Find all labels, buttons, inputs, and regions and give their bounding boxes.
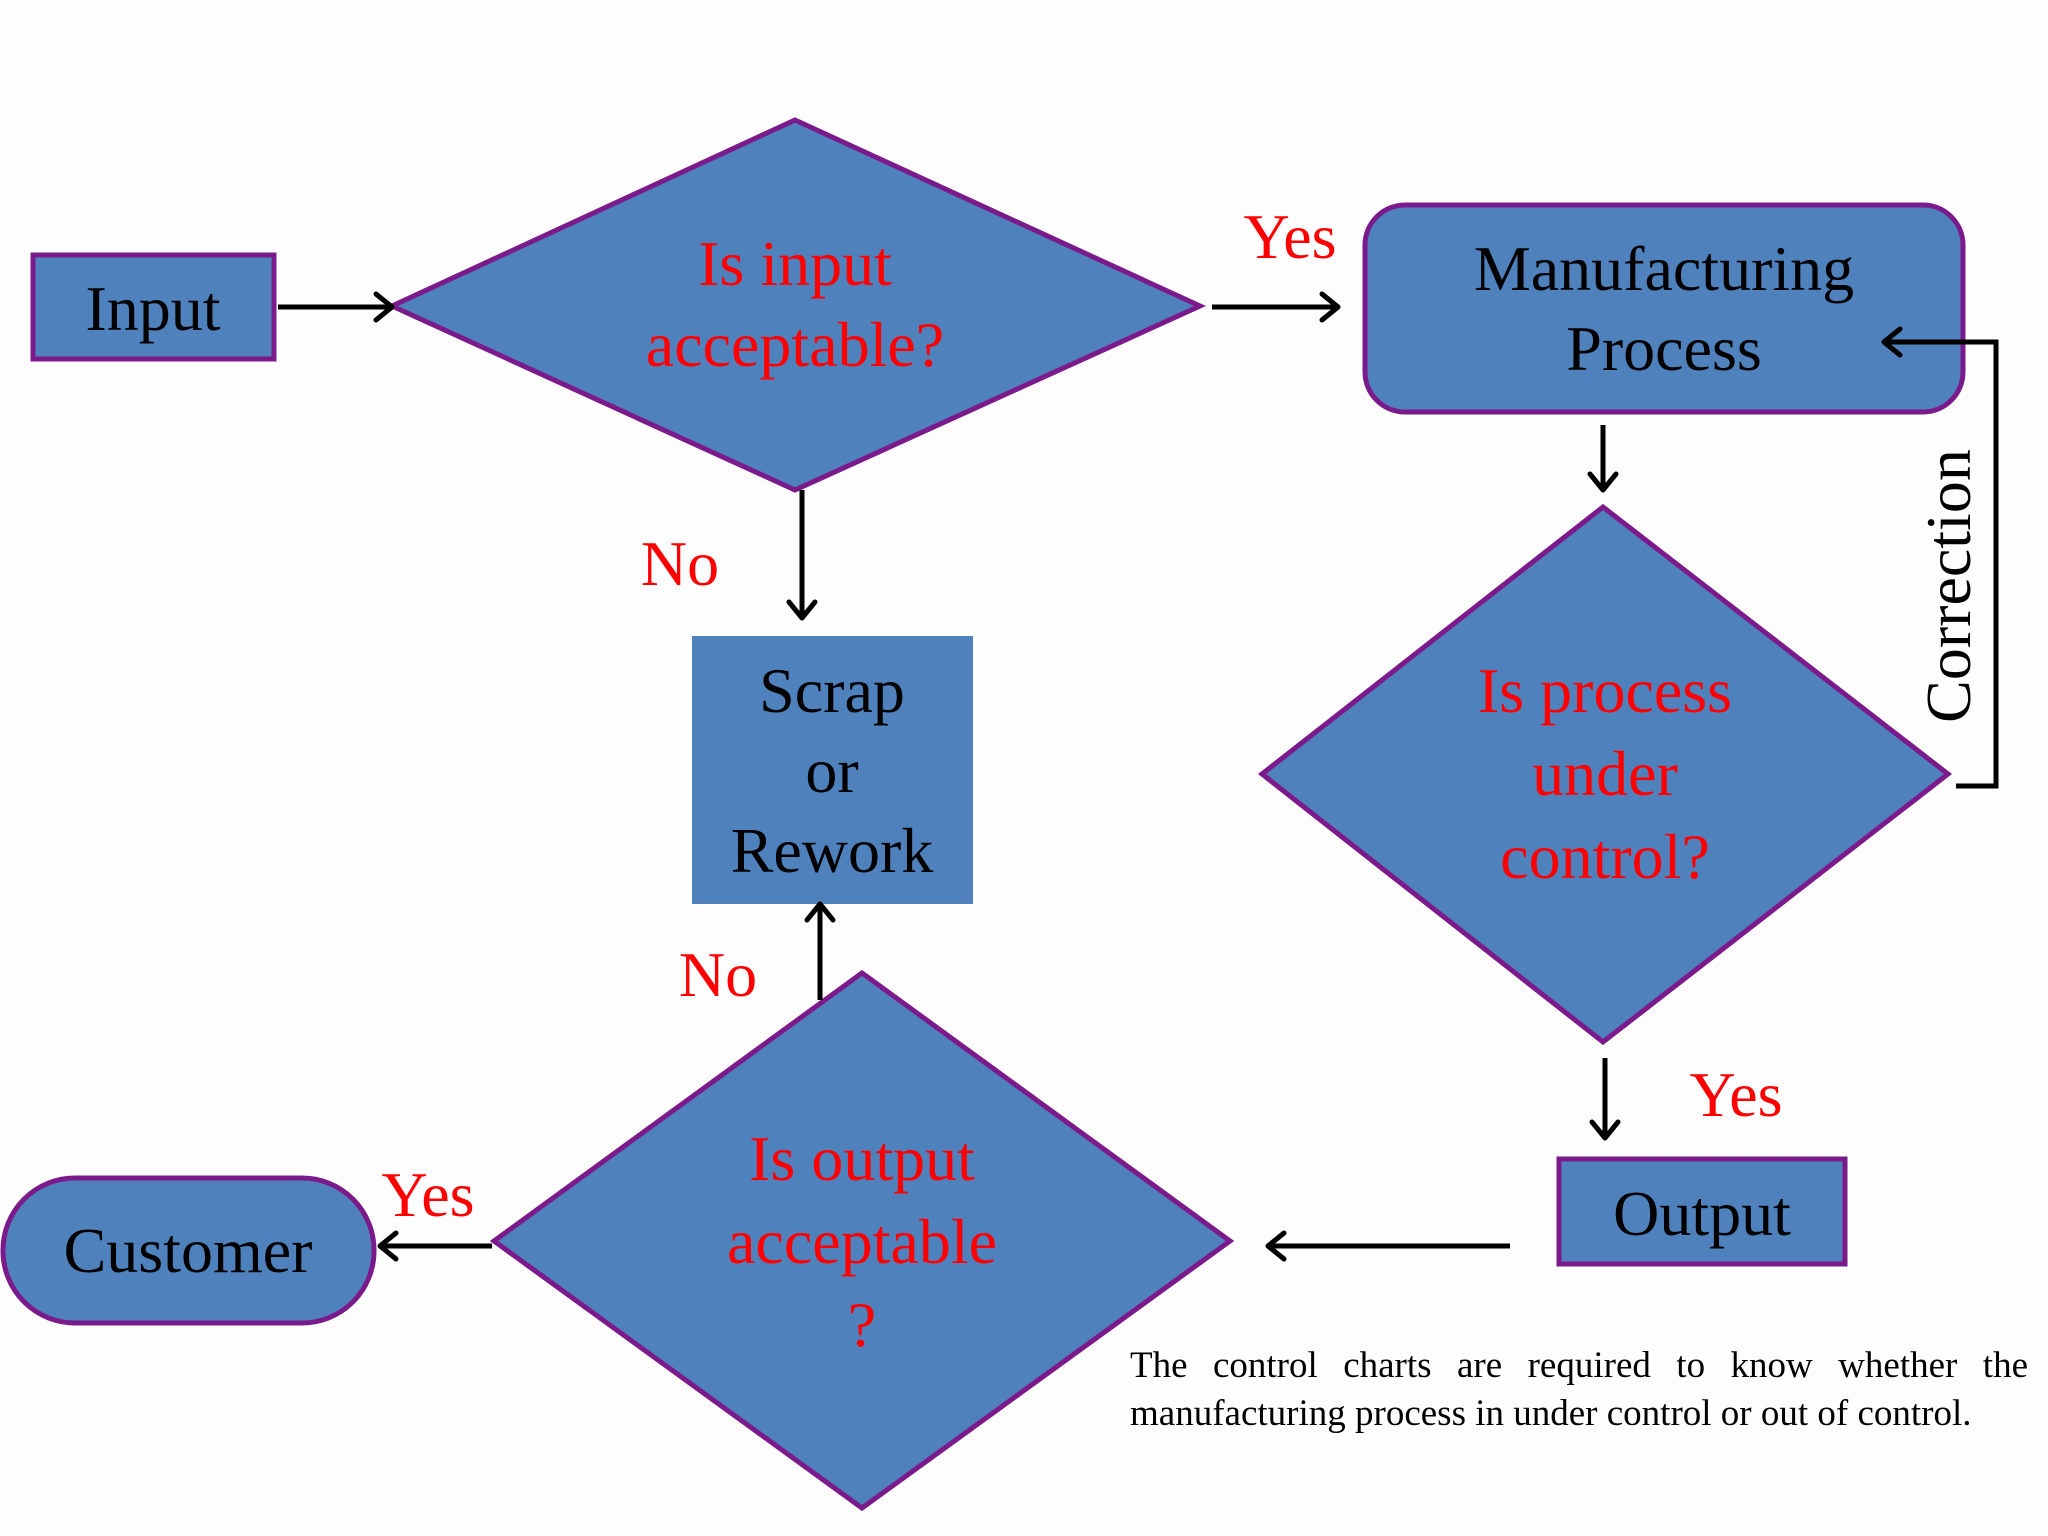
input-decision-diamond: [386, 117, 1207, 493]
arrowhead-decision-to-output: [1589, 1119, 1621, 1141]
input-decision-line2: acceptable?: [646, 309, 944, 380]
arrow-correction-loop: [1884, 339, 1999, 789]
yes-label-output: Yes: [381, 1159, 474, 1230]
arrowhead-output-to-decision: [1265, 1230, 1287, 1262]
arrowhead-input-to-decision: [373, 291, 395, 323]
output-decision-line1: Is output: [749, 1123, 975, 1194]
scrap-rework-box: [692, 636, 973, 904]
arrowhead-correction-loop: [1881, 326, 1903, 358]
output-label: Output: [1613, 1178, 1791, 1249]
yes-label-input: Yes: [1243, 201, 1336, 272]
manufacturing-line2: Process: [1566, 313, 1762, 384]
no-label-output: No: [679, 939, 757, 1010]
output-box: [1556, 1156, 1848, 1267]
control-charts-note: The control charts are required to know …: [1130, 1345, 2028, 1434]
customer-box: [0, 1175, 377, 1326]
arrowhead-output-decision-to-scrap: [804, 901, 836, 923]
arrowhead-decision-to-manufacturing: [1319, 291, 1341, 323]
output-decision-diamond: [489, 969, 1235, 1512]
output-decision-line2: acceptable: [727, 1206, 997, 1277]
customer-label: Customer: [64, 1215, 313, 1286]
scrap-line1: Scrap: [759, 655, 905, 726]
manufacturing-line1: Manufacturing: [1474, 233, 1854, 304]
output-decision-line3: ?: [848, 1289, 876, 1360]
input-box: [30, 252, 277, 362]
process-decision-diamond: [1257, 503, 1953, 1046]
input-decision-line1: Is input: [698, 228, 892, 299]
arrowhead-manufacturing-to-decision: [1587, 471, 1619, 493]
process-decision-line1: Is process: [1478, 655, 1732, 726]
scrap-line2: or: [805, 735, 858, 806]
arrowhead-output-decision-to-customer: [377, 1230, 399, 1262]
scrap-line3: Rework: [731, 815, 934, 886]
input-label: Input: [85, 273, 220, 344]
process-decision-line2: under: [1532, 738, 1678, 809]
manufacturing-process-box: [1362, 202, 1966, 415]
arrowhead-decision-to-scrap: [786, 599, 818, 621]
correction-label: Correction: [1913, 449, 1984, 723]
process-decision-line3: control?: [1500, 821, 1710, 892]
no-label-input: No: [641, 528, 719, 599]
yes-label-process: Yes: [1689, 1059, 1782, 1130]
